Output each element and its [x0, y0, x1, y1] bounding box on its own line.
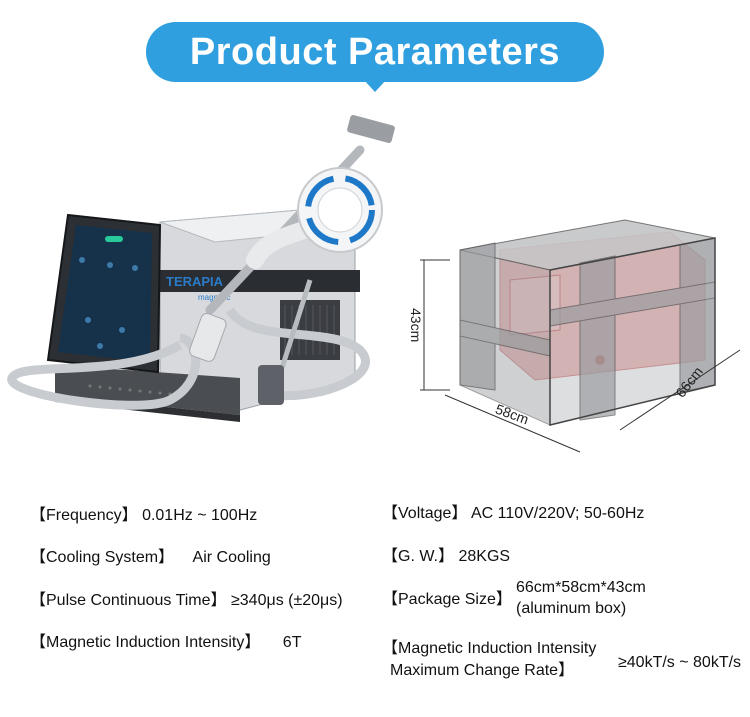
spec-value: 28KGS [458, 548, 511, 565]
spec-package-size: 【Package Size】 66cm*58cm*43cm (aluminum … [382, 579, 742, 629]
spec-label: 【Cooling System】 [30, 549, 175, 566]
spec-value: 0.01Hz ~ 100Hz [142, 507, 258, 524]
spec-label: 【Frequency】 [30, 507, 138, 524]
spec-voltage: 【Voltage】 AC 110V/220V; 50-60Hz [382, 499, 644, 523]
device-image: TERAPIA magnetic [7, 115, 395, 422]
spec-cooling: 【Cooling System】 Air Cooling [30, 543, 271, 567]
spec-value: 6T [282, 634, 302, 651]
page-title: Product Parameters [146, 22, 604, 82]
spec-label-line2: Maximum Change Rate】 [390, 662, 575, 679]
spec-change-rate: 【Magnetic Induction Intensity Maximum Ch… [382, 634, 744, 680]
spec-label: 【Voltage】 [382, 505, 468, 522]
spec-label: 【Magnetic Induction Intensity】 [30, 634, 261, 651]
spec-value: ≥340μs (±20μs) [231, 592, 343, 609]
brand-text: TERAPIA [166, 274, 224, 289]
brand-subtext: magnetic [198, 293, 230, 302]
banner-pointer [364, 80, 386, 92]
spec-value: Air Cooling [192, 549, 271, 566]
spec-frequency: 【Frequency】 0.01Hz ~ 100Hz [30, 501, 257, 525]
spec-pulse-time: 【Pulse Continuous Time】 ≥340μs (±20μs) [30, 586, 343, 610]
spec-value: ≥40kT/s ~ 80kT/s [618, 654, 742, 671]
spec-value-line2: (aluminum box) [516, 600, 627, 617]
spec-label: 【Package Size】 [382, 591, 512, 608]
package-diagram [420, 219, 741, 453]
height-dimension: 43cm [408, 308, 424, 343]
spec-label-line1: 【Magnetic Induction Intensity [382, 640, 597, 657]
spec-label: 【Pulse Continuous Time】 [30, 592, 227, 609]
spec-gross-weight: 【G. W.】 28KGS [382, 542, 510, 566]
spec-label: 【G. W.】 [382, 548, 455, 565]
spec-value: AC 110V/220V; 50-60Hz [470, 505, 645, 522]
spec-value-line1: 66cm*58cm*43cm [516, 579, 646, 596]
spec-induction-intensity: 【Magnetic Induction Intensity】 6T [30, 628, 301, 652]
